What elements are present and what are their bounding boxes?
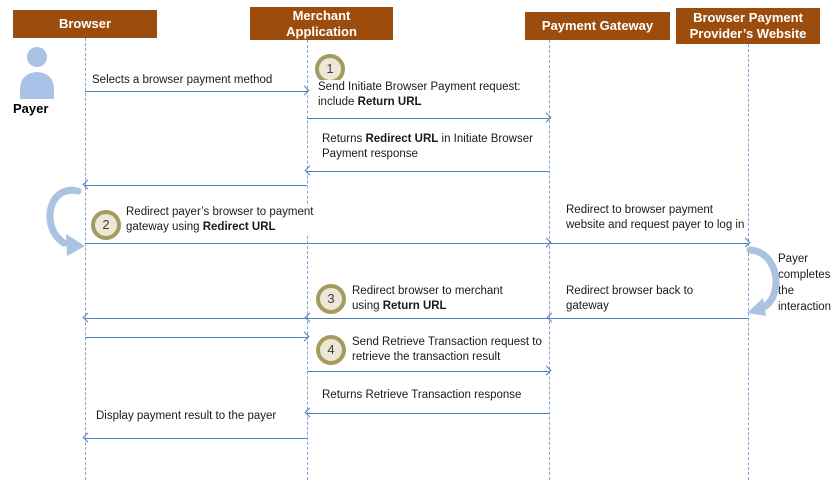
lifeline-header-provider-website: Browser Payment Provider’s Website xyxy=(676,8,820,44)
lifeline-browser xyxy=(85,38,86,480)
message-text: Send Retrieve Transaction request to xyxy=(352,336,542,348)
message-text-bold: Return URL xyxy=(382,300,447,312)
message-label-redirect-to-provider: Redirect to browser payment website and … xyxy=(566,203,745,233)
message-text: Redirect browser back to xyxy=(566,285,694,297)
message-text-bold: Redirect URL xyxy=(202,221,276,233)
payer-interaction-loop-icon xyxy=(746,246,780,316)
arrow-redirect-to-browser xyxy=(82,312,307,323)
arrow-redirect-back-to-gateway xyxy=(546,312,748,323)
message-text: website and request payer to log in xyxy=(566,219,745,231)
message-label-initiate-response: Returns Redirect URL in Initiate Browser… xyxy=(322,132,533,162)
step-badge-2: 2 xyxy=(91,210,121,240)
message-text: Redirect to browser payment xyxy=(566,204,714,216)
message-text: Returns Retrieve Transaction response xyxy=(322,389,522,401)
arrow-browser-to-merchant xyxy=(85,331,310,342)
lifeline-header-merchant-label: Merchant Application xyxy=(286,7,357,39)
message-text: Selects a browser payment method xyxy=(92,74,273,86)
arrow-retrieve-response xyxy=(304,407,549,418)
arrow-return-redirect-to-browser xyxy=(82,179,307,190)
message-text: Display payment result to the payer xyxy=(96,410,277,422)
message-text: Redirect payer’s browser to payment xyxy=(126,206,314,218)
message-text: Returns xyxy=(322,133,366,145)
arrow-retrieve-request xyxy=(307,365,552,376)
lifeline-header-merchant-application: Merchant Application xyxy=(250,7,393,40)
lifeline-header-browser-label: Browser xyxy=(58,16,112,31)
message-label-initiate-request: Send Initiate Browser Payment request: i… xyxy=(318,80,521,110)
message-label-payer-completes: Payer completes the interaction xyxy=(778,251,832,315)
lifeline-header-browser: Browser xyxy=(13,10,157,38)
message-text-bold: Redirect URL xyxy=(365,133,439,145)
arrow-redirect-to-gateway xyxy=(85,237,552,248)
arrow-initiate-request xyxy=(307,112,552,123)
message-text: in Initiate Browser xyxy=(438,133,533,145)
lifeline-header-gateway-label: Payment Gateway xyxy=(541,18,654,33)
step-badge-4: 4 xyxy=(316,335,346,365)
message-text: gateway using xyxy=(126,221,203,233)
arrow-redirect-to-merchant xyxy=(304,312,549,323)
arrow-initiate-response xyxy=(304,165,549,176)
message-text: interaction xyxy=(778,301,832,313)
lifeline-gateway xyxy=(549,40,550,480)
message-text: Payment response xyxy=(322,148,418,160)
message-text: gateway xyxy=(566,300,609,312)
message-label-retrieve-request: Send Retrieve Transaction request to ret… xyxy=(352,335,542,365)
message-label-display-result: Display payment result to the payer xyxy=(96,409,277,424)
message-text: Redirect browser to merchant xyxy=(352,285,503,297)
message-text: completes xyxy=(778,269,831,281)
lifeline-header-provider-label: Browser Payment Provider’s Website xyxy=(689,10,807,41)
message-text: using xyxy=(352,300,383,312)
lifeline-header-payment-gateway: Payment Gateway xyxy=(525,12,670,40)
step-badge-3: 3 xyxy=(316,284,346,314)
browser-redirect-loop-icon xyxy=(46,186,85,256)
message-label-select-method: Selects a browser payment method xyxy=(92,73,273,88)
arrow-select-method xyxy=(85,85,310,96)
message-label-retrieve-response: Returns Retrieve Transaction response xyxy=(322,388,522,403)
payer-person-icon xyxy=(20,47,54,99)
message-text: the xyxy=(778,285,794,297)
arrow-redirect-to-provider xyxy=(549,237,751,248)
message-text: retrieve the transaction result xyxy=(352,351,501,363)
message-text: Send Initiate Browser Payment request: xyxy=(318,81,521,93)
arrow-display-result xyxy=(82,432,307,443)
message-label-redirect-to-merchant: Redirect browser to merchant using Retur… xyxy=(352,284,503,314)
message-label-redirect-back-to-gateway: Redirect browser back to gateway xyxy=(566,284,694,314)
message-text: Payer xyxy=(778,253,809,265)
lifeline-merchant xyxy=(307,40,308,480)
message-text: include xyxy=(318,96,358,108)
lifeline-provider xyxy=(748,44,749,480)
payer-label: Payer xyxy=(13,101,49,116)
message-text-bold: Return URL xyxy=(357,96,422,108)
message-label-redirect-to-gateway: Redirect payer’s browser to payment gate… xyxy=(126,205,314,235)
